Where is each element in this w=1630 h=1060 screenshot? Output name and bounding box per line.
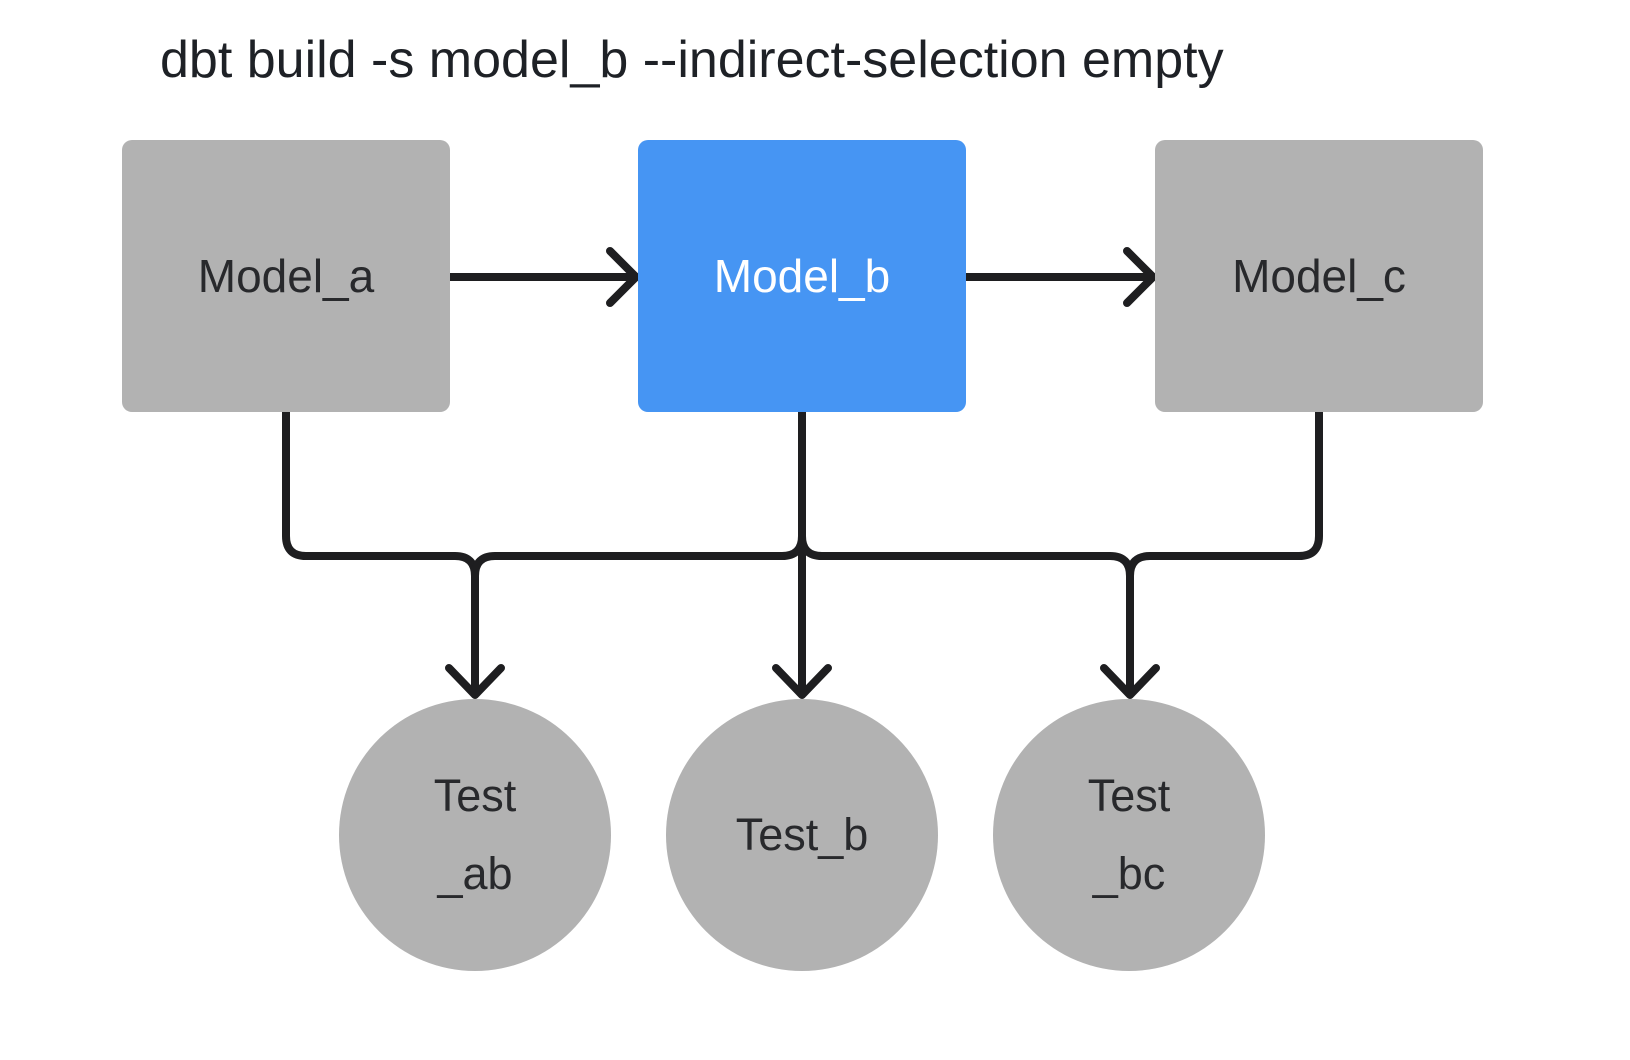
edge-model-a-to-model-b: [446, 247, 640, 307]
edge-model-b-to-model-c: [962, 247, 1157, 307]
node-test-bc-label: Test _bc: [1087, 769, 1171, 899]
node-model-a-label: Model_a: [197, 250, 375, 302]
diagram-title: dbt build -s model_b --indirect-selectio…: [160, 31, 1224, 89]
node-test-ab-label: Test _ab: [433, 769, 517, 899]
node-model-b-selected: Model_b: [638, 140, 966, 412]
node-test-ab: Test _ab: [339, 699, 611, 971]
node-model-b-label: Model_b: [713, 250, 891, 302]
node-test-b-label: Test_b: [735, 808, 869, 860]
node-model-c-label: Model_c: [1232, 250, 1406, 302]
edge-model-b-to-test-ab: [471, 408, 806, 580]
node-test-bc: Test _bc: [993, 699, 1265, 971]
node-model-c: Model_c: [1155, 140, 1483, 412]
node-model-a: Model_a: [122, 140, 450, 412]
edge-model-b-to-test-b: [772, 408, 832, 699]
node-test-b: Test_b: [666, 699, 938, 971]
edge-model-b-to-test-bc: [798, 408, 1134, 580]
edge-model-c-to-test-bc: [1100, 408, 1323, 699]
edge-model-a-to-test-ab: [282, 408, 505, 699]
